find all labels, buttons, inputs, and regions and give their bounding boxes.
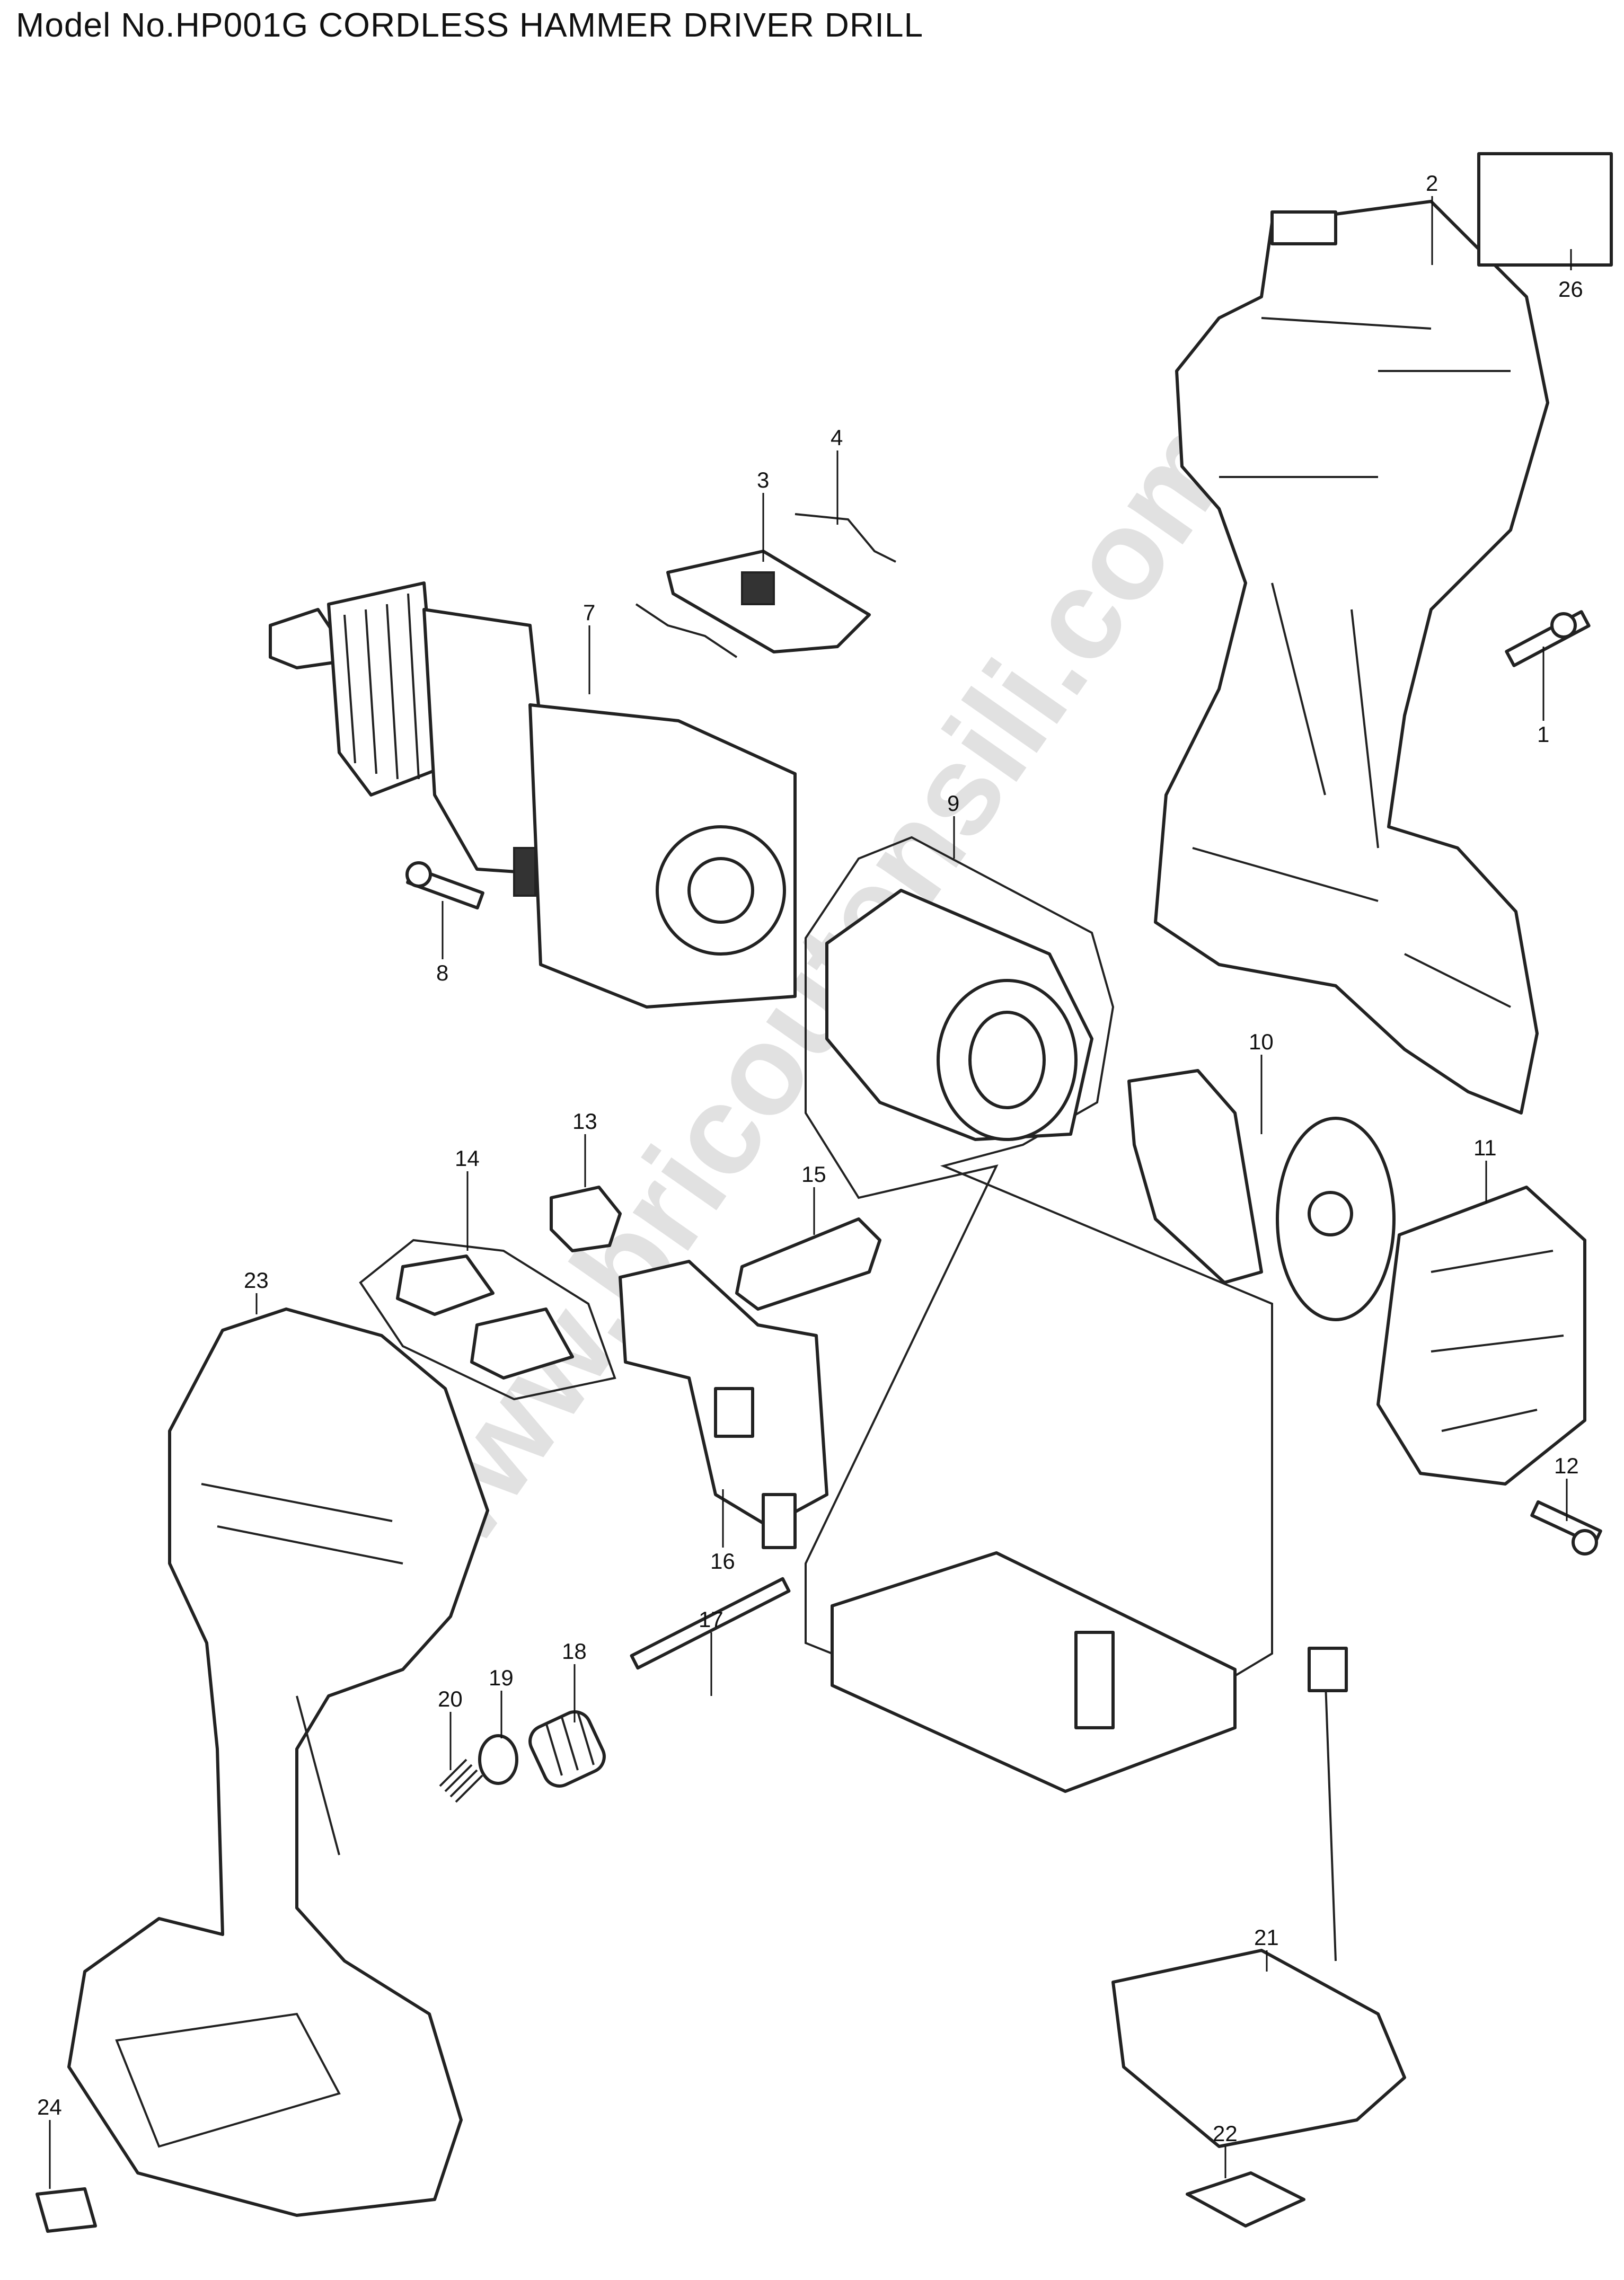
svg-text:4: 4 [831, 425, 843, 450]
callout-4: 4 [831, 425, 843, 525]
svg-text:21: 21 [1254, 1925, 1279, 1950]
part-4-leaf-spring-lower [635, 603, 738, 658]
part-24-label [36, 2187, 97, 2233]
callout-1: 1 [1537, 647, 1549, 747]
callout-22: 22 [1213, 2121, 1238, 2178]
callout-20: 20 [438, 1686, 463, 1770]
svg-text:22: 22 [1213, 2121, 1238, 2146]
part-21-controller [831, 1551, 1406, 2148]
svg-text:24: 24 [37, 2095, 62, 2119]
svg-text:11: 11 [1473, 1135, 1497, 1160]
part-18-knob [528, 1710, 606, 1788]
svg-text:1: 1 [1537, 722, 1549, 747]
svg-text:18: 18 [562, 1639, 587, 1664]
callout-8: 8 [436, 901, 448, 985]
svg-text:15: 15 [801, 1162, 826, 1187]
page-title: Model No.HP001G CORDLESS HAMMER DRIVER D… [16, 6, 924, 44]
callout-16: 16 [710, 1489, 735, 1574]
part-11-motor-housing-cover [1376, 1186, 1586, 1486]
part-9-group-outline [805, 836, 1273, 1751]
svg-text:13: 13 [572, 1109, 597, 1134]
callout-24: 24 [37, 2095, 62, 2189]
part-16-switch [619, 1260, 828, 1549]
svg-text:2: 2 [1426, 171, 1438, 196]
part-4-leaf-spring-upper [795, 513, 896, 563]
part-13-lever [550, 1186, 622, 1252]
callout-15: 15 [801, 1162, 826, 1235]
part-14-labels [396, 1254, 574, 1380]
callout-17: 17 [699, 1607, 723, 1696]
svg-text:10: 10 [1249, 1029, 1274, 1054]
svg-text:9: 9 [947, 791, 959, 816]
part-17-rod [630, 1577, 791, 1670]
svg-text:12: 12 [1554, 1453, 1579, 1478]
callout-26: 26 [1558, 249, 1583, 302]
callout-12: 12 [1554, 1453, 1579, 1521]
callout-21: 21 [1254, 1925, 1279, 1972]
callout-9: 9 [947, 791, 959, 859]
part-20-spring [439, 1758, 483, 1803]
callout-11: 11 [1473, 1135, 1497, 1203]
svg-text:26: 26 [1558, 277, 1583, 302]
callout-19: 19 [489, 1665, 514, 1738]
part-3-slide-switch [666, 550, 871, 653]
svg-text:16: 16 [710, 1549, 735, 1574]
callout-13: 13 [572, 1109, 597, 1187]
part-1-screw [1505, 610, 1591, 667]
svg-text:17: 17 [699, 1607, 723, 1632]
callout-3: 3 [757, 467, 769, 562]
part-19-collar [478, 1734, 518, 1785]
part-12-screw [1530, 1500, 1602, 1556]
part-7-gear-assembly [269, 581, 797, 1009]
part-15-switch-lever [735, 1217, 881, 1311]
svg-text:23: 23 [244, 1268, 269, 1293]
svg-text:14: 14 [455, 1146, 480, 1171]
part-9-stator [825, 889, 1093, 1141]
part-26-label [1477, 152, 1613, 267]
callout-2: 2 [1426, 171, 1438, 265]
part-10-armature [1127, 1069, 1396, 1321]
part-8-screw [405, 861, 484, 910]
svg-text:20: 20 [438, 1686, 463, 1711]
svg-text:3: 3 [757, 467, 769, 492]
part-14-group-outline [359, 1239, 616, 1401]
part-22-label [1186, 2171, 1305, 2228]
svg-text:7: 7 [583, 600, 595, 625]
callout-14: 14 [455, 1146, 480, 1251]
part-2-housing-right [1154, 200, 1549, 1115]
callout-7: 7 [583, 600, 595, 694]
part-23-housing-left [67, 1307, 489, 2217]
svg-text:19: 19 [489, 1665, 514, 1690]
callout-23: 23 [244, 1268, 269, 1314]
callout-18: 18 [562, 1639, 587, 1722]
svg-text:8: 8 [436, 960, 448, 985]
callout-10: 10 [1249, 1029, 1274, 1134]
